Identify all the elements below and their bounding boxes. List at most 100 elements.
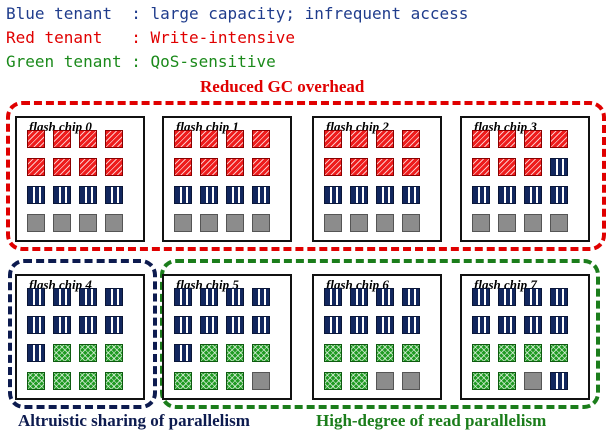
- flash-chip-2: flash chip 2: [312, 116, 442, 242]
- red-page-block: [226, 158, 244, 176]
- green-page-block: [53, 372, 71, 390]
- green-page-block: [226, 344, 244, 362]
- gray-page-block: [498, 214, 516, 232]
- blue-page-block: [27, 288, 45, 306]
- red-page-block: [324, 130, 342, 148]
- blue-page-block: [524, 186, 542, 204]
- green-page-block: [376, 344, 394, 362]
- blue-page-block: [550, 316, 568, 334]
- blue-page-block: [350, 186, 368, 204]
- red-page-block: [105, 158, 123, 176]
- blue-page-block: [200, 316, 218, 334]
- red-page-block: [105, 130, 123, 148]
- green-page-block: [498, 372, 516, 390]
- green-page-block: [350, 372, 368, 390]
- red-page-block: [350, 158, 368, 176]
- gray-page-block: [79, 214, 97, 232]
- red-page-block: [402, 158, 420, 176]
- red-page-block: [524, 130, 542, 148]
- blue-page-block: [226, 288, 244, 306]
- blue-page-block: [498, 186, 516, 204]
- blue-page-block: [226, 316, 244, 334]
- blue-page-block: [324, 186, 342, 204]
- red-page-block: [252, 130, 270, 148]
- green-page-block: [79, 344, 97, 362]
- gray-page-block: [350, 214, 368, 232]
- blue-page-block: [550, 372, 568, 390]
- gray-page-block: [105, 214, 123, 232]
- red-page-block: [27, 130, 45, 148]
- red-page-block: [226, 130, 244, 148]
- gray-page-block: [27, 214, 45, 232]
- green-page-block: [524, 344, 542, 362]
- gray-page-block: [376, 372, 394, 390]
- blue-page-block: [550, 288, 568, 306]
- blue-page-block: [105, 186, 123, 204]
- green-page-block: [472, 372, 490, 390]
- flash-chip-1: flash chip 1: [162, 116, 292, 242]
- blue-page-block: [472, 186, 490, 204]
- blue-page-block: [174, 186, 192, 204]
- green-group-label: High-degree of read parallelism: [316, 411, 547, 430]
- blue-page-block: [252, 316, 270, 334]
- blue-page-block: [79, 186, 97, 204]
- red-page-block: [472, 130, 490, 148]
- green-page-block: [105, 372, 123, 390]
- red-page-block: [498, 130, 516, 148]
- red-group-label: Reduced GC overhead: [200, 77, 365, 96]
- green-page-block: [550, 344, 568, 362]
- legend-red-tenant: Red tenant : Write-intensive: [6, 28, 295, 47]
- blue-page-block: [472, 316, 490, 334]
- blue-page-block: [376, 288, 394, 306]
- green-page-block: [402, 344, 420, 362]
- blue-page-block: [252, 288, 270, 306]
- red-page-block: [376, 130, 394, 148]
- red-page-block: [53, 158, 71, 176]
- green-page-block: [200, 344, 218, 362]
- blue-page-block: [27, 316, 45, 334]
- blue-page-block: [402, 288, 420, 306]
- blue-page-block: [226, 186, 244, 204]
- green-page-block: [498, 344, 516, 362]
- green-page-block: [53, 344, 71, 362]
- red-page-block: [324, 158, 342, 176]
- blue-page-block: [498, 288, 516, 306]
- gray-page-block: [200, 214, 218, 232]
- green-page-block: [105, 344, 123, 362]
- red-page-block: [79, 130, 97, 148]
- green-page-block: [324, 344, 342, 362]
- blue-page-block: [524, 288, 542, 306]
- blue-page-block: [402, 316, 420, 334]
- flash-chip-6: flash chip 6: [312, 274, 442, 400]
- green-page-block: [252, 344, 270, 362]
- blue-page-block: [524, 316, 542, 334]
- green-page-block: [174, 372, 192, 390]
- flash-chip-4: flash chip 4: [15, 274, 145, 400]
- red-page-block: [174, 158, 192, 176]
- green-page-block: [27, 372, 45, 390]
- blue-page-block: [350, 316, 368, 334]
- gray-page-block: [324, 214, 342, 232]
- blue-page-block: [472, 288, 490, 306]
- blue-page-block: [550, 186, 568, 204]
- red-page-block: [376, 158, 394, 176]
- gray-page-block: [524, 214, 542, 232]
- blue-page-block: [402, 186, 420, 204]
- flash-chip-5: flash chip 5: [162, 274, 292, 400]
- gray-page-block: [376, 214, 394, 232]
- blue-page-block: [174, 316, 192, 334]
- blue-page-block: [324, 316, 342, 334]
- red-page-block: [472, 158, 490, 176]
- red-page-block: [27, 158, 45, 176]
- blue-page-block: [53, 288, 71, 306]
- gray-page-block: [174, 214, 192, 232]
- blue-page-block: [550, 158, 568, 176]
- gray-page-block: [53, 214, 71, 232]
- flash-chip-7: flash chip 7: [460, 274, 590, 400]
- red-page-block: [79, 158, 97, 176]
- blue-page-block: [376, 186, 394, 204]
- blue-page-block: [350, 288, 368, 306]
- blue-page-block: [200, 186, 218, 204]
- red-page-block: [252, 158, 270, 176]
- blue-page-block: [79, 316, 97, 334]
